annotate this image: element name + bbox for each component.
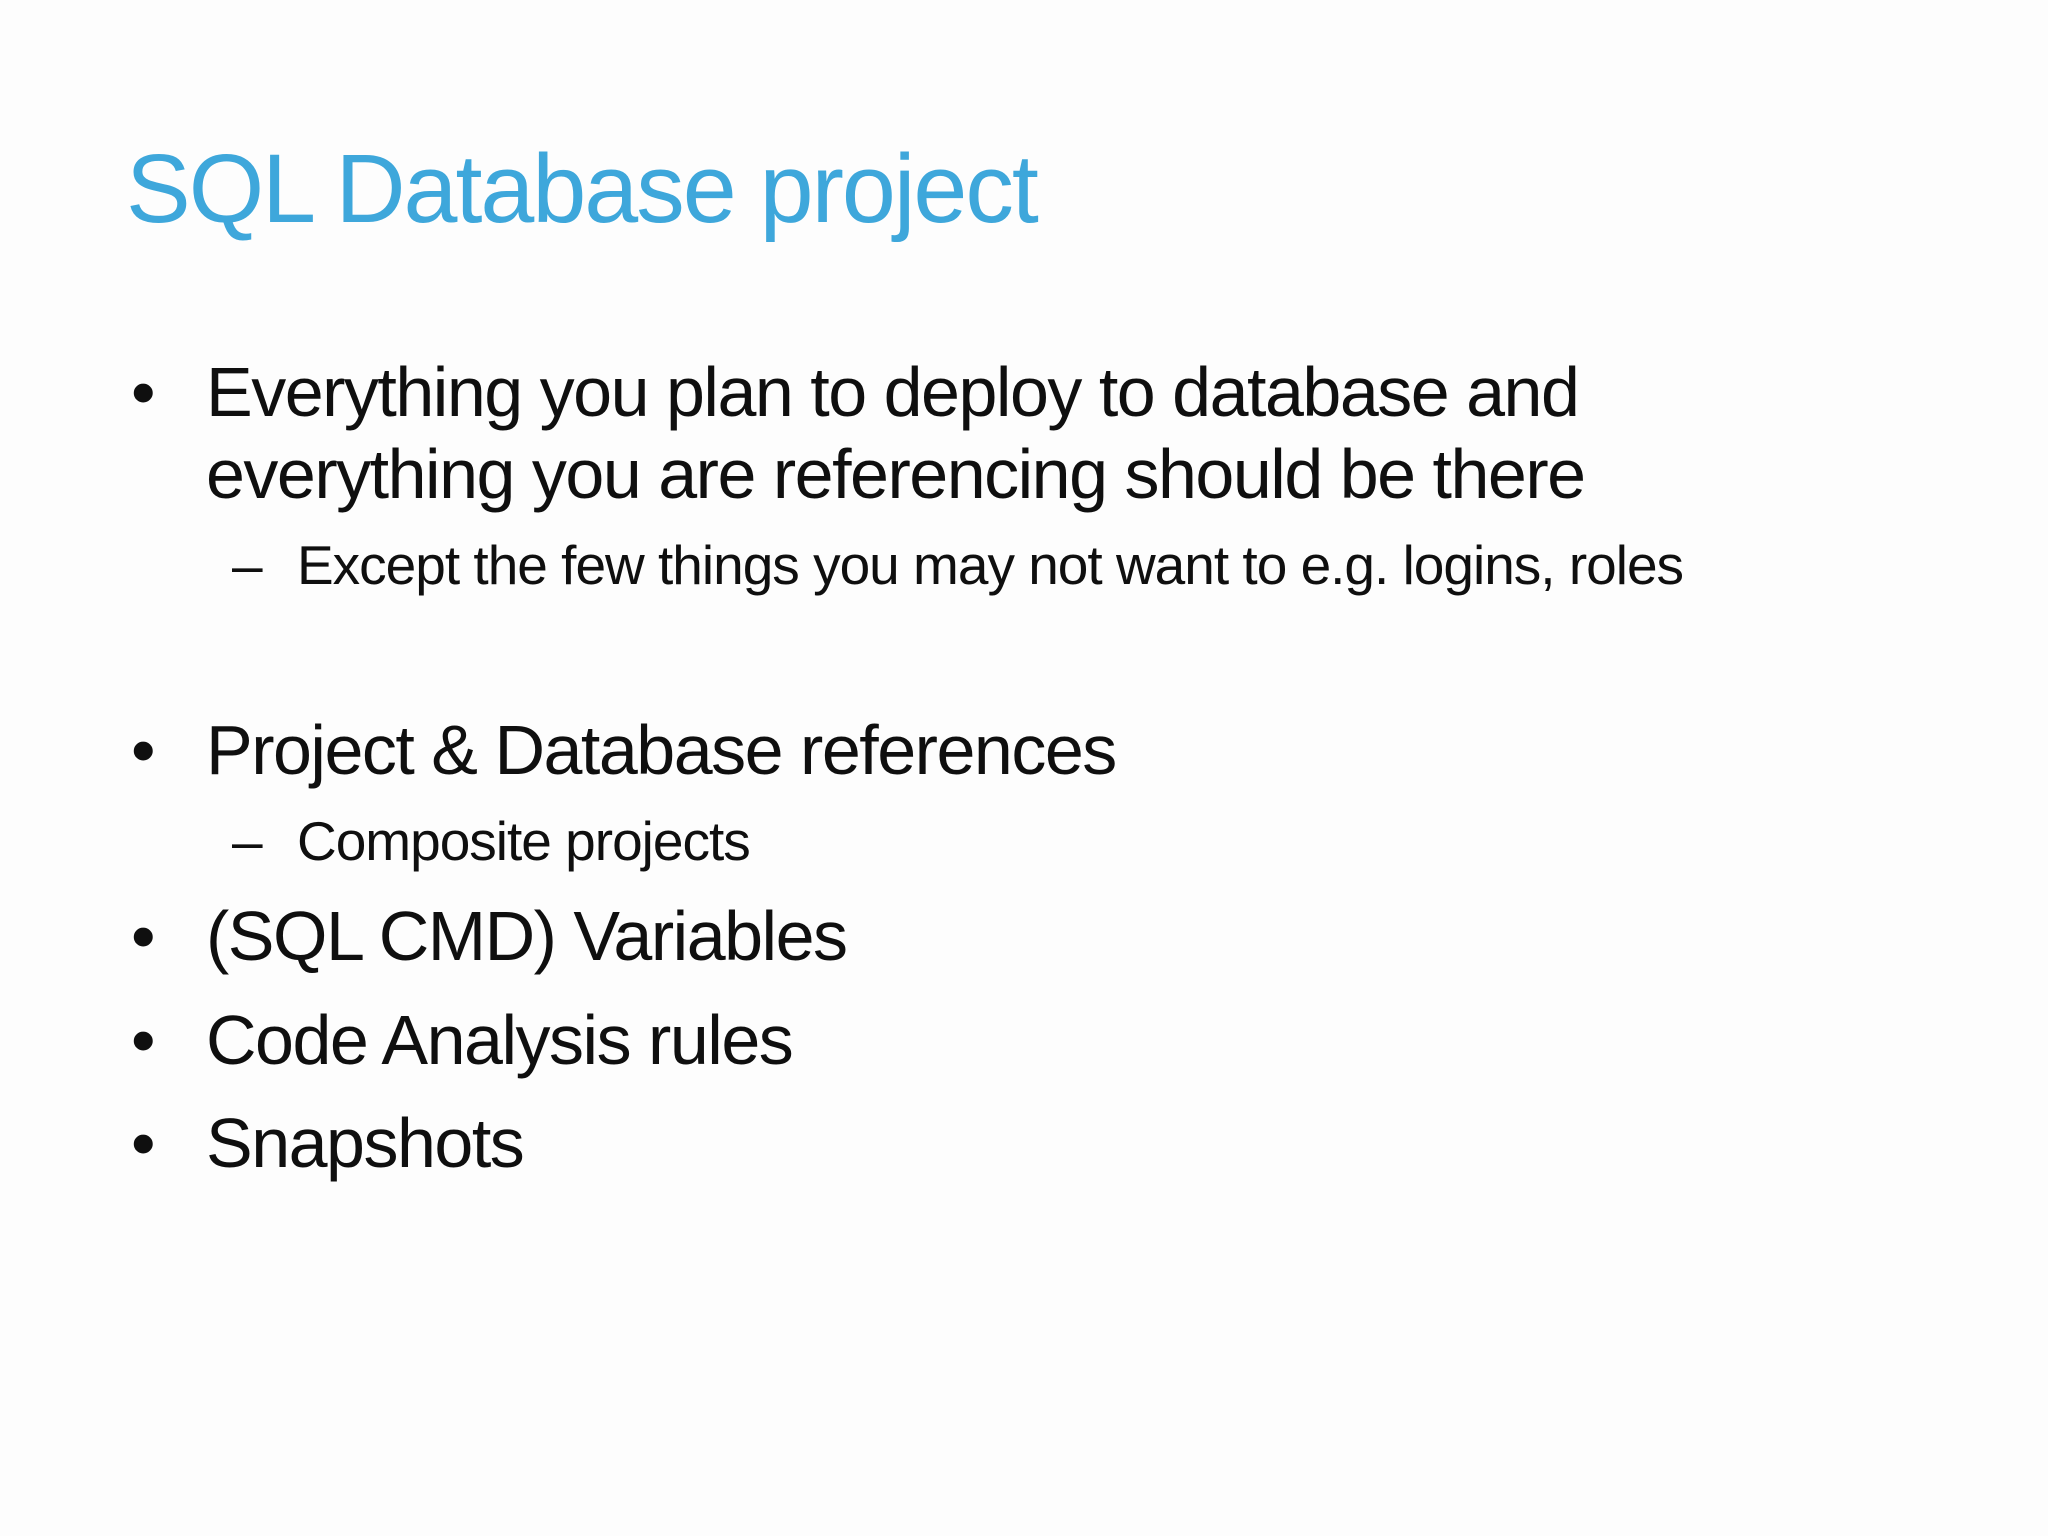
bullet-marker: •	[131, 353, 156, 431]
bullet-marker: •	[131, 1000, 156, 1079]
bullet-text: Everything you plan to deploy to databas…	[206, 353, 1586, 513]
bullet-item: – Composite projects	[0, 808, 2048, 874]
bullet-text: Except the few things you may not want t…	[297, 533, 1684, 596]
bullet-item: • Snapshots	[0, 1103, 2048, 1185]
bullet-list: • Everything you plan to deploy to datab…	[0, 352, 2048, 1185]
bullet-item: • Everything you plan to deploy to datab…	[0, 352, 2048, 516]
bullet-item: – Except the few things you may not want…	[0, 532, 2048, 598]
bullet-marker: –	[232, 809, 263, 872]
bullet-item: • Project & Database references	[0, 710, 2048, 792]
slide-title: SQL Database project	[126, 134, 1039, 243]
bullet-marker: •	[131, 710, 156, 789]
bullet-text: Snapshots	[206, 1104, 525, 1183]
bullet-marker: •	[131, 896, 156, 975]
bullet-marker: –	[232, 533, 263, 596]
bullet-text: (SQL CMD) Variables	[206, 896, 848, 975]
bullet-text: Composite projects	[297, 809, 751, 872]
bullet-item: • (SQL CMD) Variables	[0, 896, 2048, 978]
bullet-text: Code Analysis rules	[206, 1000, 794, 1079]
bullet-text: Project & Database references	[206, 710, 1117, 789]
bullet-marker: •	[131, 1104, 156, 1183]
bullet-item: • Code Analysis rules	[0, 1000, 2048, 1082]
